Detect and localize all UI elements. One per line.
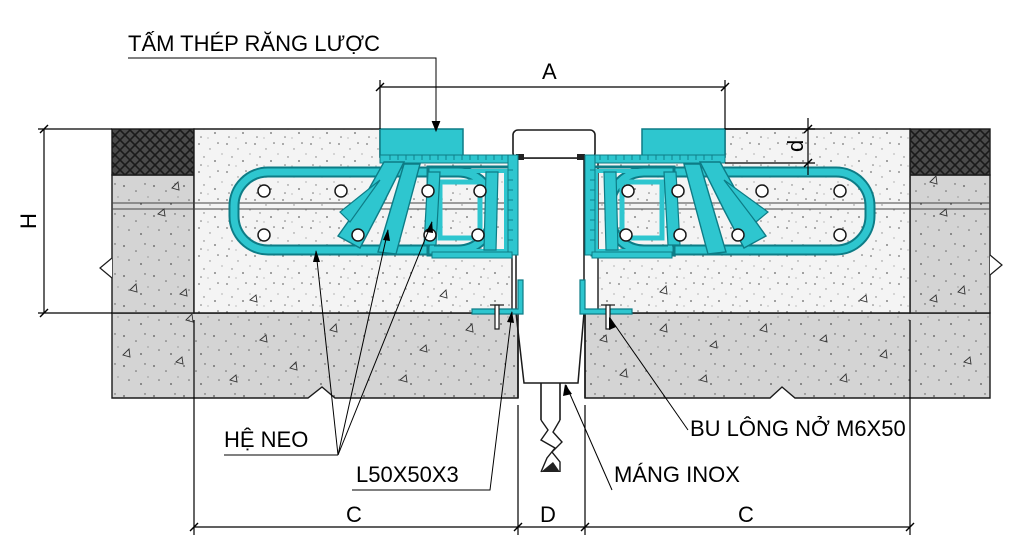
text-labels: TẤM THÉP RĂNG LƯỢC HỆ NEO L50X50X3 MÁNG …: [16, 31, 906, 527]
dimension-a-label: A: [542, 59, 557, 84]
left-base-layer: [111, 174, 195, 314]
label-anchor-system: HỆ NEO: [224, 427, 308, 452]
dimension-d-gap-label: D: [540, 502, 556, 527]
right-lower-slab: [584, 312, 991, 399]
label-comb-plate: TẤM THÉP RĂNG LƯỢC: [128, 31, 380, 56]
right-asphalt: [909, 128, 991, 176]
left-comb-plate: [379, 128, 464, 158]
center-cap: [512, 129, 596, 159]
left-lower-slab: [111, 312, 519, 399]
left-anchor-bolt: [490, 304, 504, 330]
dimension-c-right-label: C: [738, 502, 754, 527]
joint-body: [515, 157, 585, 384]
stainless-gutter-drain: [540, 383, 561, 420]
label-anchor-bolt: BU LÔNG NỞ M6X50: [690, 416, 906, 441]
right-comb-plate: [641, 128, 726, 158]
joint-gap: [512, 129, 596, 473]
dimension-lines: [38, 80, 915, 535]
label-angle-steel: L50X50X3: [356, 462, 459, 487]
left-angle-steel: [471, 279, 524, 315]
leader-lines: [128, 57, 689, 491]
label-stainless-gutter: MÁNG INOX: [614, 462, 740, 487]
right-angle-steel: [579, 279, 633, 315]
left-asphalt: [111, 128, 195, 176]
angle-steel-and-bolts: [471, 279, 633, 330]
dimension-c-left-label: C: [346, 502, 362, 527]
right-anchor-bolt: [601, 304, 615, 330]
dimension-d-label: d: [783, 140, 808, 152]
right-base-layer: [909, 174, 991, 314]
right-steel-assembly: [584, 128, 876, 259]
dimension-h-label: H: [16, 213, 41, 229]
left-steel-assembly: [228, 128, 519, 259]
